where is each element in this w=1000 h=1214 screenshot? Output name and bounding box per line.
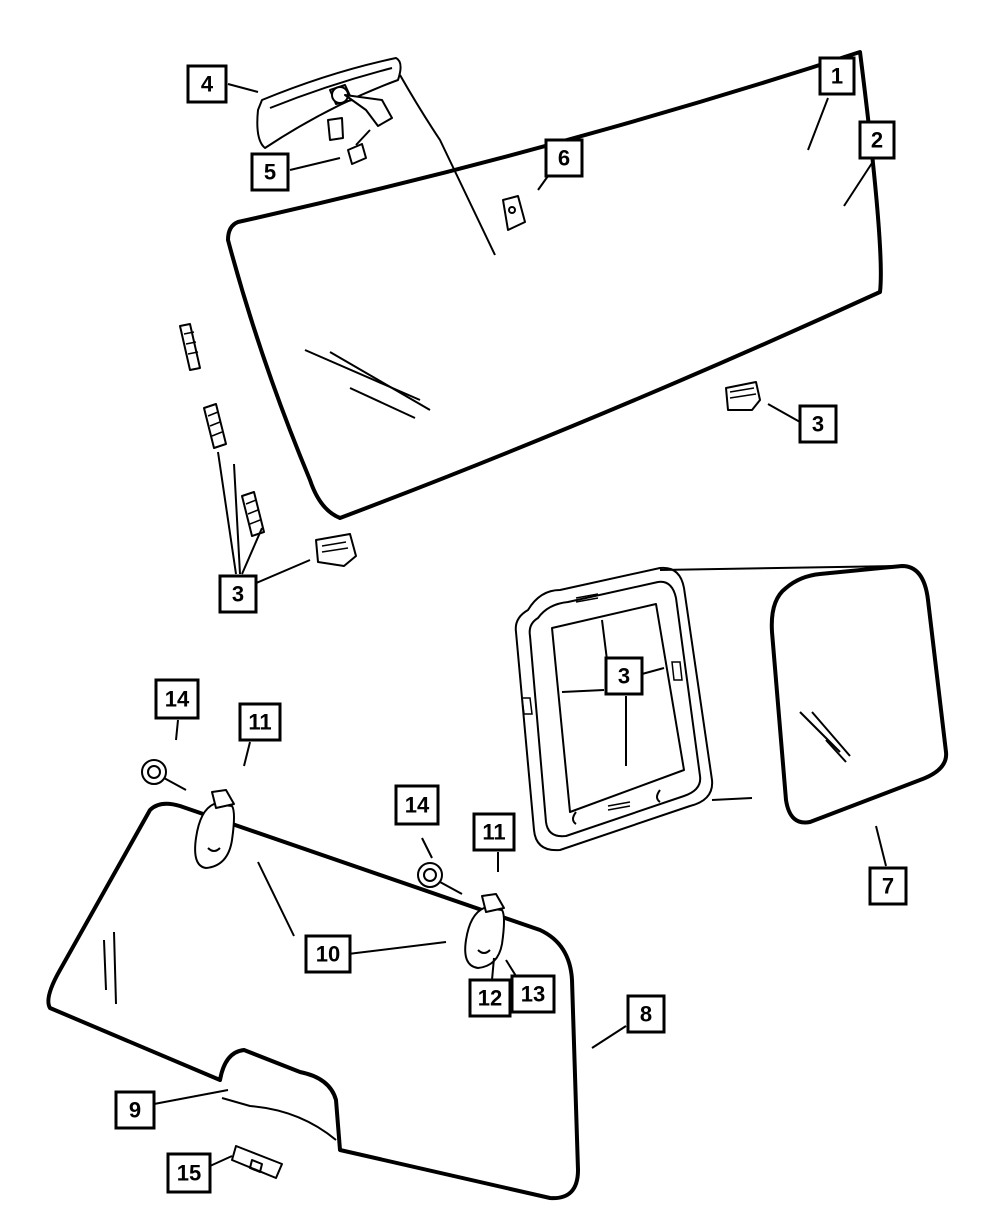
hinge-bolt-right xyxy=(417,862,463,895)
callout-1: 1 xyxy=(818,56,856,96)
callout-8-label: 8 xyxy=(640,1002,652,1027)
callout-15: 15 xyxy=(166,1152,212,1194)
leader-lines xyxy=(153,83,887,1167)
callout-2-label: 2 xyxy=(871,128,883,153)
hinge-bolt-left xyxy=(141,759,187,791)
quarter-window-glass xyxy=(769,564,949,825)
molding-strip-3 xyxy=(241,491,265,537)
liftgate-hinge-left xyxy=(194,789,235,869)
callout-10-label: 10 xyxy=(316,942,340,967)
callout-3-label: 3 xyxy=(232,582,244,607)
window-connector-line-bottom xyxy=(711,797,753,801)
callout-14-label: 14 xyxy=(405,793,430,818)
rearview-mirror xyxy=(256,57,402,149)
windshield-clip-left xyxy=(315,533,357,567)
callout-8: 8 xyxy=(626,994,666,1034)
callout-11-label: 11 xyxy=(482,820,505,845)
callout-14-right: 14 xyxy=(394,784,440,826)
callout-1-label: 1 xyxy=(831,64,843,89)
callout-3-quarter-window: 3 xyxy=(604,656,644,696)
molding-strip-1 xyxy=(179,323,201,371)
callout-12-label: 12 xyxy=(478,986,502,1011)
callout-5: 5 xyxy=(250,152,290,192)
callout-12: 12 xyxy=(468,978,512,1018)
callout-13-label: 13 xyxy=(521,982,545,1007)
liftgate-hinge-right xyxy=(464,893,505,969)
callout-3-windshield-left: 3 xyxy=(218,574,258,614)
callout-6-label: 6 xyxy=(558,146,570,171)
callout-5-label: 5 xyxy=(264,160,276,185)
callout-13: 13 xyxy=(510,974,556,1014)
callout-3-label: 3 xyxy=(812,412,824,437)
callout-9: 9 xyxy=(114,1090,156,1130)
callout-9-label: 9 xyxy=(129,1098,141,1123)
callout-10: 10 xyxy=(304,934,352,974)
callout-7-label: 7 xyxy=(882,874,894,899)
callout-14-label: 14 xyxy=(165,687,190,712)
liftgate-bracket xyxy=(231,1145,283,1179)
window-connector-line-top xyxy=(659,565,901,571)
mirror-button xyxy=(502,195,526,231)
callout-15-label: 15 xyxy=(177,1161,201,1186)
callout-11-left: 11 xyxy=(238,702,282,742)
quarter-window-frame xyxy=(514,566,714,852)
callout-3-label: 3 xyxy=(618,664,630,689)
callout-7: 7 xyxy=(868,866,908,906)
callout-11-right: 11 xyxy=(472,812,516,852)
callout-6: 6 xyxy=(544,138,584,178)
windshield-clip-right xyxy=(725,381,761,411)
molding-strip-2 xyxy=(203,403,227,449)
callout-2: 2 xyxy=(858,120,896,160)
callout-11-label: 11 xyxy=(248,710,271,735)
callout-4: 4 xyxy=(186,64,228,104)
callout-3-windshield-right: 3 xyxy=(798,404,838,444)
liftgate-glass xyxy=(46,801,580,1201)
windshield-glass xyxy=(226,50,883,520)
callout-14-left: 14 xyxy=(154,678,200,720)
callout-4-label: 4 xyxy=(201,72,214,97)
mirror-screw xyxy=(347,129,371,165)
